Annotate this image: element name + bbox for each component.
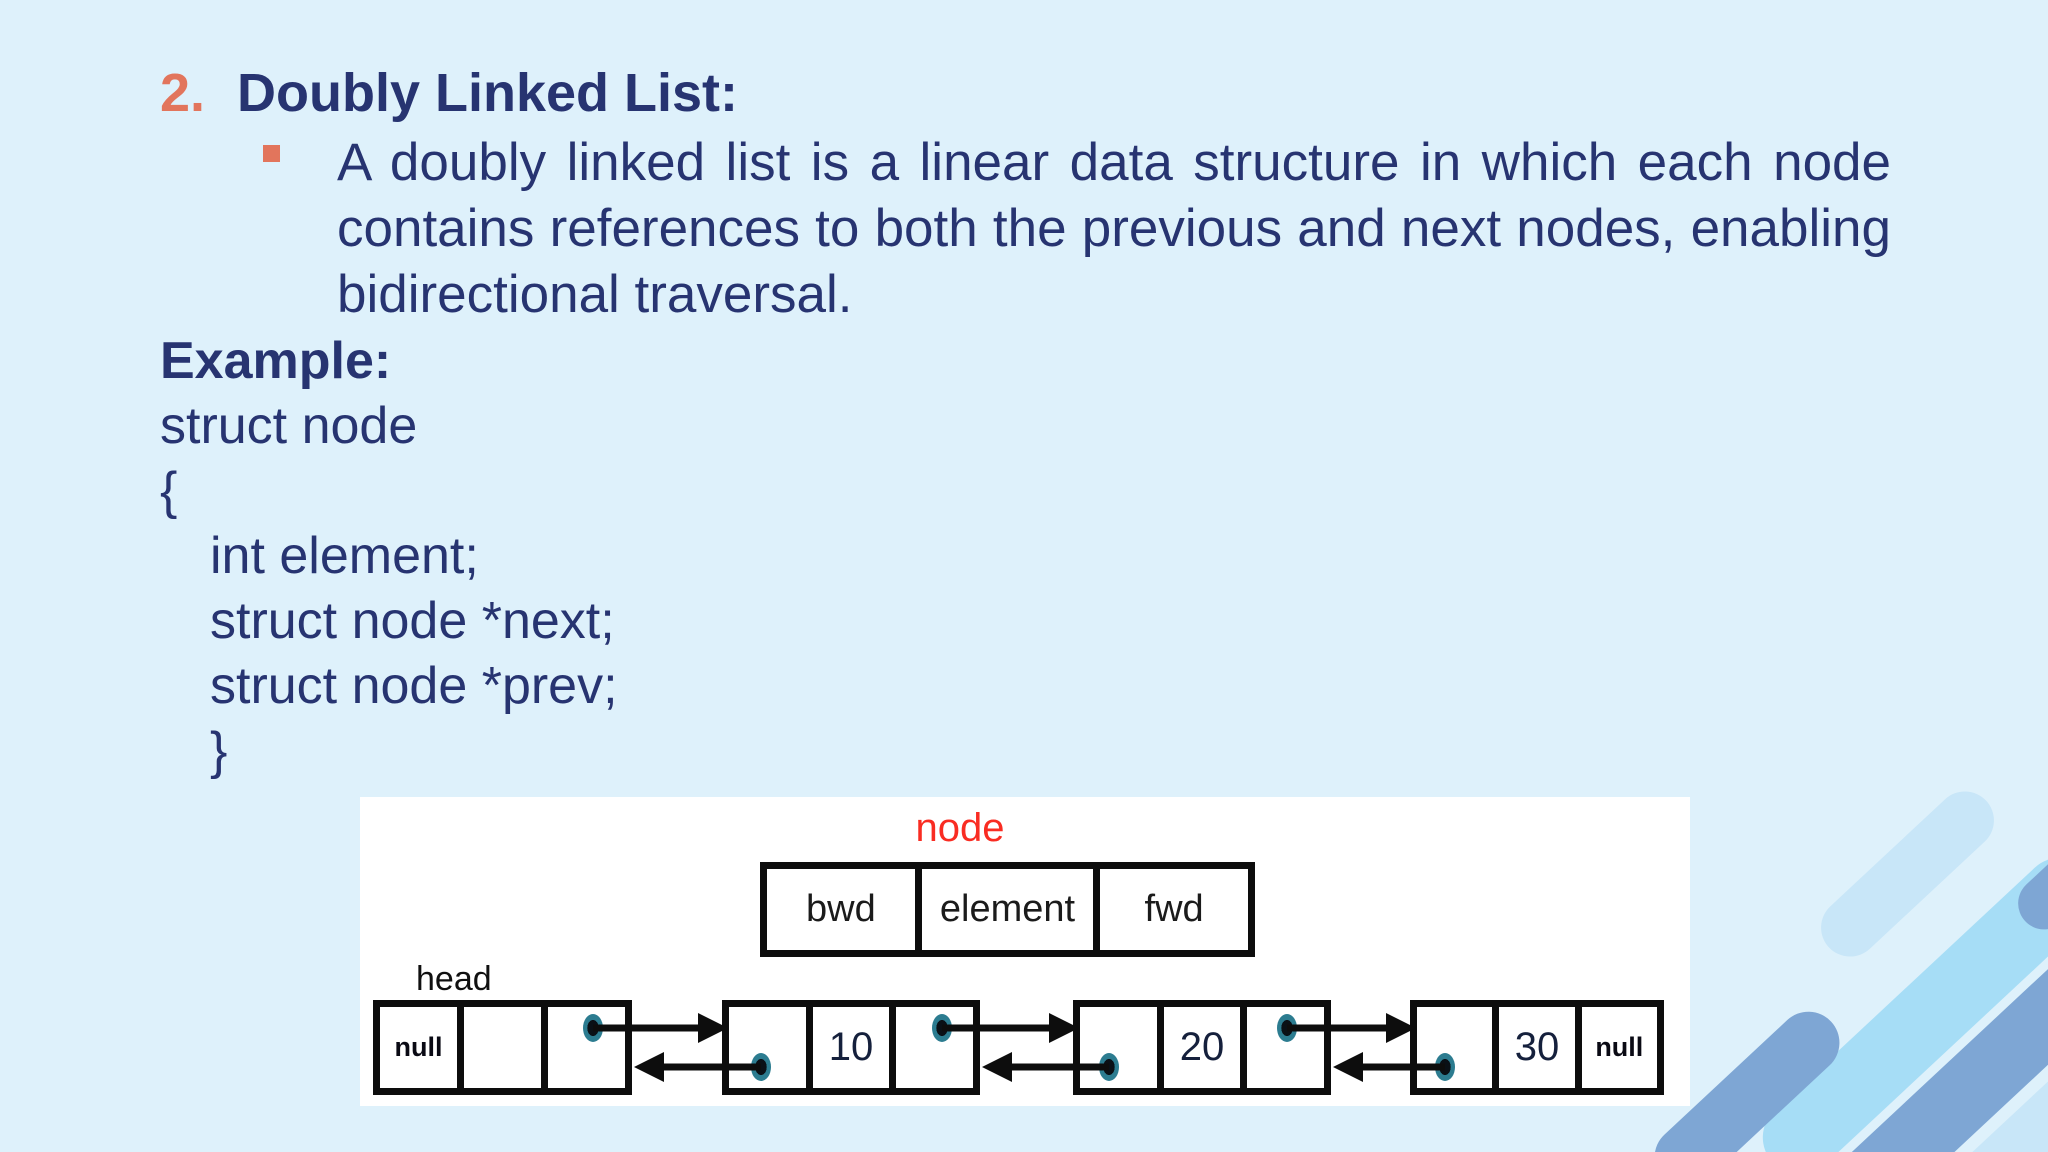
- node-structure-box: bwd element fwd: [760, 862, 1255, 957]
- paragraph-line: contains references to both the previous…: [337, 199, 1891, 258]
- list-node-30: 30 null: [1410, 1000, 1664, 1095]
- pointer-arrows: [593, 1013, 1445, 1082]
- code-line: int element;: [210, 527, 479, 585]
- forward-arrow: [593, 1013, 728, 1043]
- cell-element: [464, 1007, 548, 1088]
- cell-element: 30: [1499, 1007, 1582, 1088]
- node-struct-label: node: [915, 806, 1005, 850]
- code-line: struct node: [160, 397, 418, 455]
- heading-number: 2.: [160, 63, 206, 123]
- head-pointer-label: head: [416, 960, 492, 998]
- backward-arrow: [982, 1052, 1109, 1082]
- forward-arrow: [1287, 1013, 1416, 1043]
- paragraph-line: bidirectional traversal.: [337, 265, 853, 324]
- code-line: {: [160, 462, 178, 520]
- cell-element: 10: [813, 1007, 897, 1088]
- slide-heading: 2. Doubly Linked List:: [160, 61, 738, 126]
- list-node-head: null: [373, 1000, 632, 1095]
- forward-arrow: [942, 1013, 1079, 1043]
- cell-element: 20: [1164, 1007, 1248, 1088]
- node-cell-element: element: [922, 869, 1101, 950]
- cell-bwd: null: [380, 1007, 464, 1088]
- code-example-block: Example: struct node { int element; stru…: [160, 329, 618, 784]
- node-cell-bwd: bwd: [767, 869, 922, 950]
- bullet-paragraph: A doubly linked list is a linear data st…: [337, 130, 1891, 328]
- paragraph-line: A doubly linked list is a linear data st…: [337, 133, 1891, 192]
- code-line: struct node *prev;: [210, 657, 618, 715]
- page-title: Doubly Linked List:: [237, 63, 739, 123]
- backward-arrow: [634, 1052, 761, 1082]
- code-line: struct node *next;: [210, 592, 615, 650]
- diagram-panel: node bwd element fwd head null 10 20 30 …: [360, 797, 1690, 1106]
- node-cell-fwd: fwd: [1144, 888, 1204, 930]
- cell-bwd: [1417, 1007, 1500, 1088]
- bullet-square-icon: [263, 145, 280, 162]
- example-label: Example:: [160, 332, 392, 390]
- backward-arrow: [1333, 1052, 1445, 1082]
- code-line: }: [210, 722, 228, 780]
- cell-bwd: [729, 1007, 813, 1088]
- cell-fwd: null: [1595, 1032, 1644, 1062]
- cell-bwd: [1080, 1007, 1164, 1088]
